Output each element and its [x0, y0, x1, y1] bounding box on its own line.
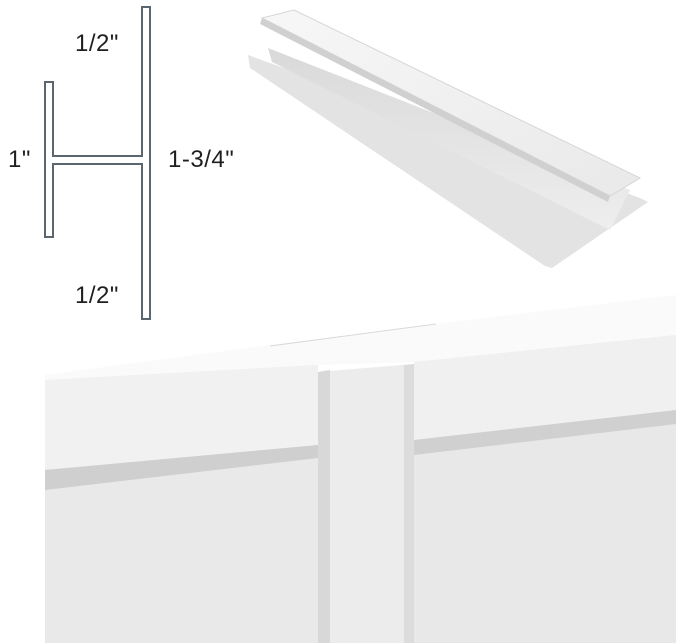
dimension-overall-height: 1-3/4" [168, 146, 235, 173]
dimension-bottom-flange: 1/2" [75, 282, 119, 309]
dimension-web: 1" [8, 146, 31, 173]
dimension-top-flange: 1/2" [75, 30, 119, 57]
